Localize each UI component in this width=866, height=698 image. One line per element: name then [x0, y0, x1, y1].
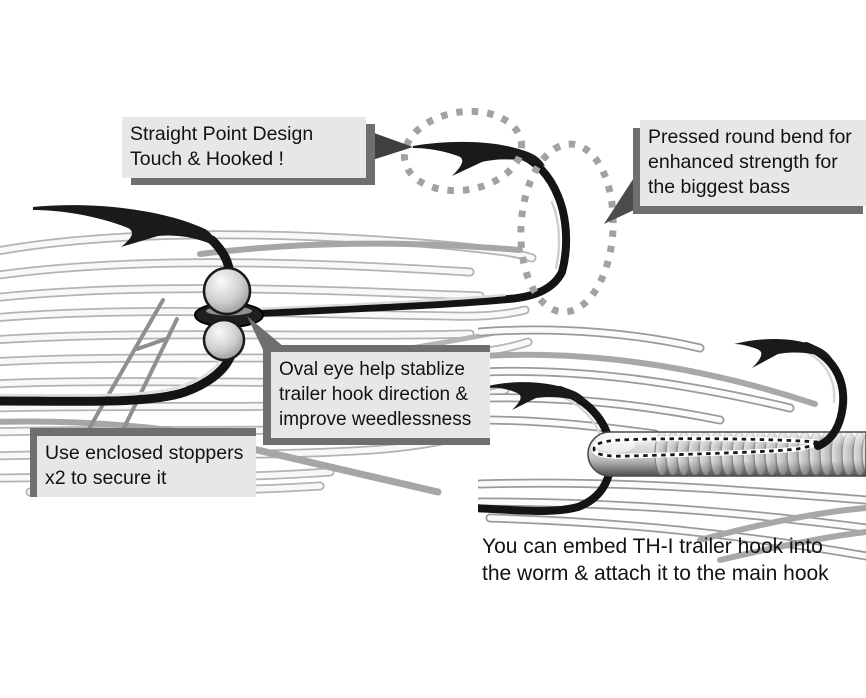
main-hook-right-point: [488, 382, 589, 410]
callout-line: Use enclosed stoppers: [45, 442, 244, 464]
caption-line: the worm & attach it to the main hook: [482, 562, 829, 585]
dotted-highlights: [400, 107, 617, 316]
stoppers-leader-line: [84, 298, 179, 436]
trailer-hook-right-point: [734, 338, 833, 368]
stopper-bead-lower: [202, 318, 246, 362]
bottom-caption: You can embed TH-I trailer hook into the…: [482, 533, 829, 587]
callout-line: Touch & Hooked !: [130, 148, 284, 170]
main-hook-left: [0, 205, 238, 406]
main-hook-left-point: [33, 205, 217, 247]
trailer-hook-right: [734, 338, 848, 450]
oval-eye-tail: [247, 316, 290, 352]
callout-line: improve weedlessness: [279, 409, 472, 430]
dotted-ellipse-point: [400, 107, 526, 195]
jig-skirt-right: [478, 325, 866, 563]
worm-rig-right: [478, 325, 866, 563]
caption-line: You can embed TH-I trailer hook into: [482, 535, 823, 558]
trailer-hook-left: [254, 141, 571, 317]
callout-pressed-round-bend: Pressed round bend for enhanced strength…: [640, 120, 866, 206]
callout-stoppers: Use enclosed stoppers x2 to secure it: [30, 428, 256, 497]
callout-line: Oval eye help stablize: [279, 359, 465, 380]
callout-line: x2 to secure it: [45, 467, 167, 489]
stopper-bead-upper: [202, 266, 252, 316]
embedded-hook-dashed-outline: [591, 436, 820, 459]
callout-straight-point: Straight Point Design Touch & Hooked !: [122, 117, 366, 178]
trailer-hook-left-point: [413, 141, 545, 176]
callout-line: Pressed round bend for: [648, 126, 852, 148]
callout-oval-eye: Oval eye help stablize trailer hook dire…: [263, 345, 490, 445]
straight-point-tail: [363, 129, 413, 163]
dotted-ellipse-bend: [517, 140, 617, 316]
callout-line: the biggest bass: [648, 176, 791, 198]
callout-line: Straight Point Design: [130, 123, 314, 145]
oval-eye-and-stoppers: [194, 266, 264, 362]
callout-line: trailer hook direction &: [279, 384, 469, 405]
callout-line: enhanced strength for: [648, 151, 838, 173]
